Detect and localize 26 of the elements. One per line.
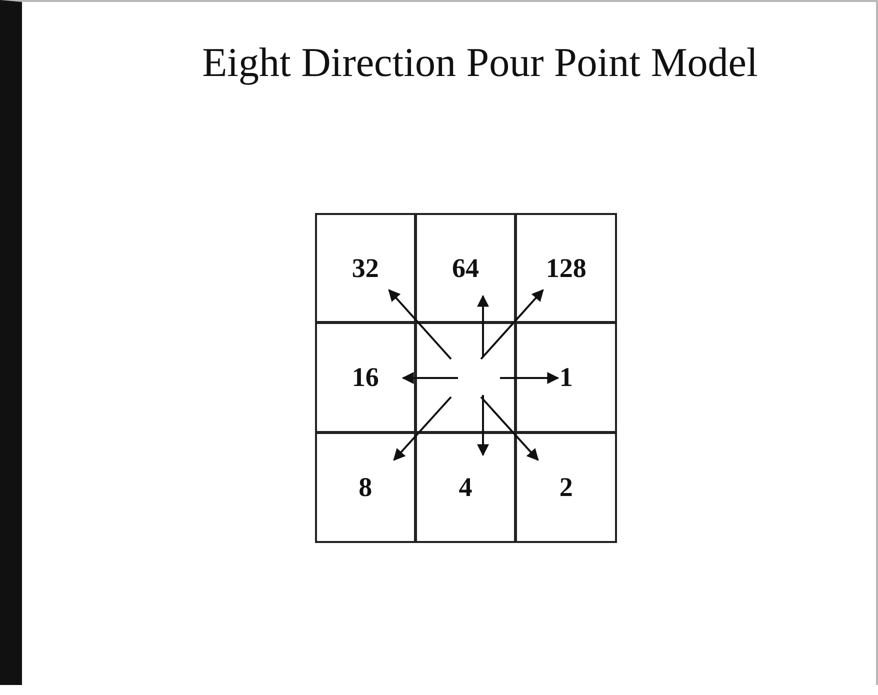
cell-value: 1: [559, 362, 573, 393]
grid-cell: [315, 432, 416, 543]
arrow: [393, 396, 452, 461]
arrow: [402, 372, 458, 384]
grid-cell: [315, 322, 416, 433]
grid-cell: [414, 213, 516, 323]
arrow: [500, 372, 560, 384]
cell-value: 4: [458, 472, 472, 503]
cell-value: 8: [358, 472, 372, 503]
arrow: [480, 289, 544, 360]
grid-cell: [414, 432, 516, 543]
grid-cell: [414, 322, 516, 433]
cell-value: 2: [559, 472, 573, 503]
cell-value: 32: [352, 252, 379, 284]
grid-cell: [515, 213, 617, 323]
cell-value: 64: [452, 252, 479, 284]
slide-title: Eight Direction Pour Point Model: [201, 38, 759, 86]
arrow: [477, 294, 489, 357]
arrow: [477, 395, 489, 456]
grid-cell: [515, 322, 617, 433]
arrow: [480, 396, 539, 461]
cell-value: 128: [546, 252, 586, 284]
arrow: [388, 289, 452, 360]
grid-cell: [315, 213, 416, 323]
grid-cell: [515, 432, 617, 543]
cell-value: 16: [352, 362, 379, 393]
